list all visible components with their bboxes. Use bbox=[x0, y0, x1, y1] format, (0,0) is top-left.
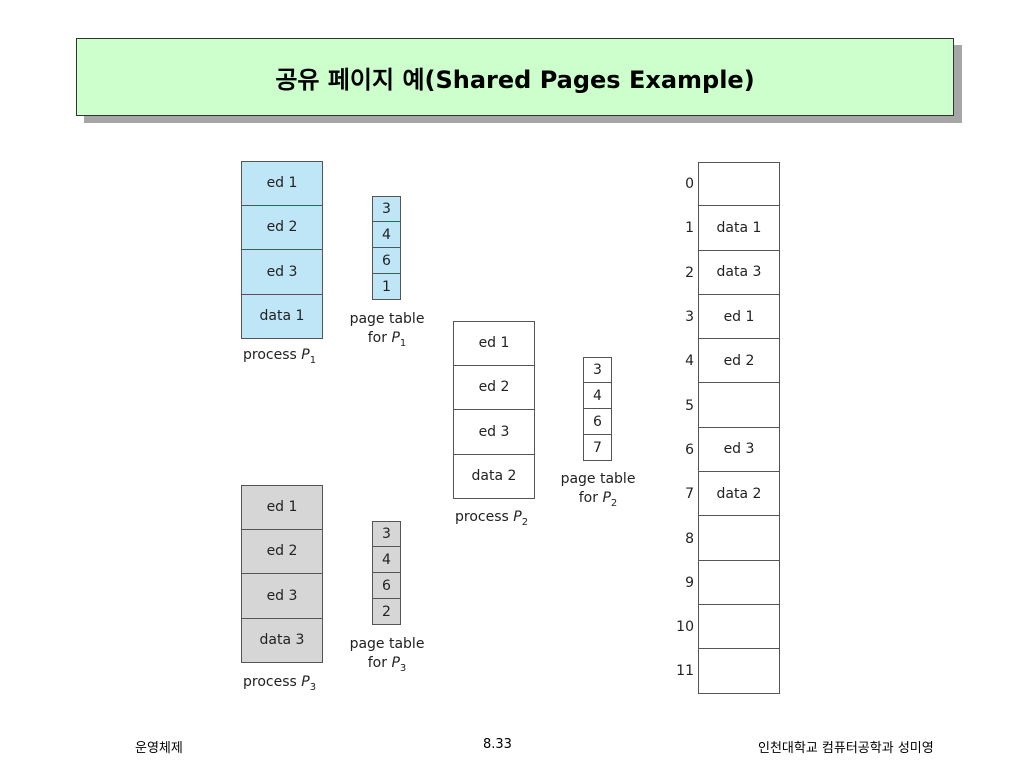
page-cell: ed 1 bbox=[453, 321, 535, 366]
page-cell: ed 2 bbox=[453, 365, 535, 410]
page-table-entry: 2 bbox=[372, 599, 401, 625]
frame-number: 10 bbox=[676, 619, 694, 636]
memory-frame bbox=[698, 162, 780, 207]
footer-slide-number: 8.33 bbox=[483, 737, 512, 752]
page-cell: ed 3 bbox=[241, 250, 323, 295]
page-table-entry: 1 bbox=[372, 274, 401, 300]
label-line1: page table bbox=[560, 471, 636, 487]
title-box: 공유 페이지 예(Shared Pages Example) bbox=[76, 38, 954, 116]
memory-frame bbox=[698, 516, 780, 561]
page-table-entry: 6 bbox=[583, 409, 612, 435]
label-line1: page table bbox=[349, 311, 425, 327]
label-prefix: for bbox=[578, 490, 603, 506]
memory-frame: data 1 bbox=[698, 206, 780, 251]
label-prefix: process bbox=[243, 347, 302, 363]
process-p3-pages: ed 1 ed 2 ed 3 data 3 bbox=[241, 485, 323, 663]
page-table-p2-label: page table for P2 bbox=[555, 470, 641, 513]
process-p2-label: process P2 bbox=[455, 508, 528, 532]
process-sub: 2 bbox=[610, 497, 618, 509]
frame-number: 4 bbox=[685, 353, 694, 370]
process-var: P bbox=[301, 674, 310, 690]
process-p1-pages: ed 1 ed 2 ed 3 data 1 bbox=[241, 161, 323, 339]
page-cell: data 2 bbox=[453, 454, 535, 499]
process-var: P bbox=[602, 490, 611, 506]
footer-course: 운영체제 bbox=[135, 741, 183, 756]
page-cell: ed 3 bbox=[241, 574, 323, 619]
memory-frame: ed 3 bbox=[698, 427, 780, 473]
process-var: P bbox=[301, 347, 310, 363]
frame-number: 9 bbox=[685, 574, 694, 591]
page-table-entry: 3 bbox=[372, 196, 401, 222]
physical-memory: data 1 data 3 ed 1 ed 2 ed 3 data 2 bbox=[698, 162, 780, 694]
page-table-entry: 6 bbox=[372, 573, 401, 599]
frame-number: 11 bbox=[676, 663, 694, 680]
page-cell: ed 2 bbox=[241, 205, 323, 250]
slide-title: 공유 페이지 예(Shared Pages Example) bbox=[275, 65, 755, 94]
page-table-entry: 4 bbox=[372, 547, 401, 573]
page-table-entry: 4 bbox=[583, 383, 612, 409]
label-prefix: for bbox=[367, 330, 392, 346]
frame-number: 7 bbox=[685, 486, 694, 503]
process-sub: 2 bbox=[521, 516, 529, 528]
frame-number: 8 bbox=[685, 530, 694, 547]
page-table-entry: 7 bbox=[583, 435, 612, 461]
page-table-p1-label: page table for P1 bbox=[344, 310, 430, 353]
frame-number: 1 bbox=[685, 220, 694, 237]
page-table-entry: 4 bbox=[372, 222, 401, 248]
frame-number: 6 bbox=[685, 441, 694, 458]
memory-frame: data 3 bbox=[698, 250, 780, 295]
memory-frame bbox=[698, 649, 780, 694]
page-table-p3-label: page table for P3 bbox=[344, 635, 430, 678]
process-p3-label: process P3 bbox=[243, 673, 316, 697]
label-line2: for P1 bbox=[344, 329, 430, 353]
page-cell: ed 1 bbox=[241, 161, 323, 206]
label-prefix: process bbox=[243, 674, 302, 690]
label-line1: page table bbox=[349, 636, 425, 652]
frame-number: 2 bbox=[685, 264, 694, 281]
frame-numbers: 0 1 2 3 4 5 6 7 8 9 10 11 bbox=[670, 162, 694, 694]
label-prefix: process bbox=[455, 509, 514, 525]
process-p1-label: process P1 bbox=[243, 346, 316, 370]
label-prefix: for bbox=[367, 655, 392, 671]
frame-number: 5 bbox=[685, 397, 694, 414]
process-sub: 1 bbox=[309, 354, 317, 366]
page-table-p2: 3 4 6 7 bbox=[583, 357, 612, 461]
page-table-entry: 3 bbox=[583, 357, 612, 383]
label-line2: for P3 bbox=[344, 654, 430, 678]
frame-number: 0 bbox=[685, 176, 694, 193]
page-cell: ed 2 bbox=[241, 529, 323, 574]
page-cell: data 1 bbox=[241, 294, 323, 339]
process-sub: 1 bbox=[399, 337, 407, 349]
memory-frame bbox=[698, 383, 780, 428]
process-var: P bbox=[391, 330, 400, 346]
memory-frame: ed 2 bbox=[698, 339, 780, 384]
process-var: P bbox=[513, 509, 522, 525]
page-table-entry: 6 bbox=[372, 248, 401, 274]
memory-frame bbox=[698, 604, 780, 650]
page-cell: ed 1 bbox=[241, 485, 323, 530]
process-p2-pages: ed 1 ed 2 ed 3 data 2 bbox=[453, 321, 535, 499]
label-line2: for P2 bbox=[555, 489, 641, 513]
process-sub: 3 bbox=[399, 662, 407, 674]
page-table-p1: 3 4 6 1 bbox=[372, 196, 401, 300]
page-cell: data 3 bbox=[241, 618, 323, 663]
process-var: P bbox=[391, 655, 400, 671]
memory-frame: ed 1 bbox=[698, 294, 780, 340]
memory-frame bbox=[698, 560, 780, 605]
frame-number: 3 bbox=[685, 309, 694, 326]
page-cell: ed 3 bbox=[453, 410, 535, 455]
process-sub: 3 bbox=[309, 681, 317, 693]
memory-frame: data 2 bbox=[698, 472, 780, 517]
page-table-p3: 3 4 6 2 bbox=[372, 521, 401, 625]
page-table-entry: 3 bbox=[372, 521, 401, 547]
footer-affiliation: 인천대학교 컴퓨터공학과 성미영 bbox=[758, 741, 934, 756]
